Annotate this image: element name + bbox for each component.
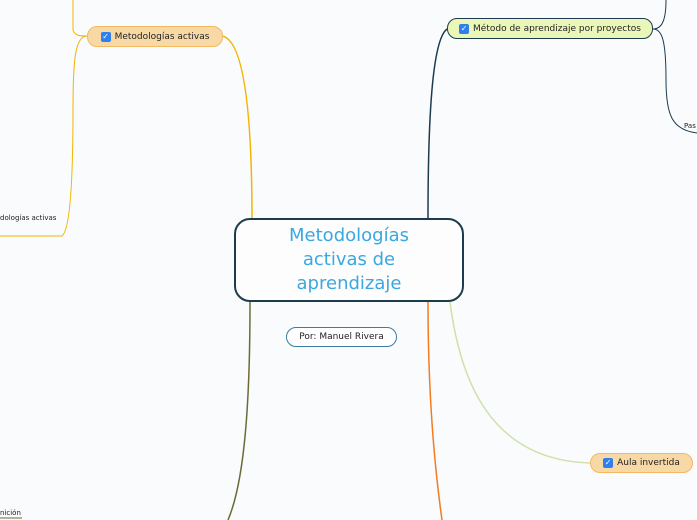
topic-label: Metodologías activas [114, 31, 210, 42]
connector-aula [449, 301, 591, 464]
subtopic-fragment-right[interactable]: Pas [684, 122, 696, 130]
connector-right-top [427, 28, 448, 219]
central-topic-title: Metodologías activas de aprendizaje [289, 225, 409, 294]
topic-label: Método de aprendizaje por proyectos [473, 23, 641, 34]
checkbox-icon: ✓ [603, 458, 614, 468]
central-topic[interactable]: Metodologías activas de aprendizaje [234, 218, 464, 302]
author-label[interactable]: Por: Manuel Rivera [286, 327, 397, 347]
connector-left-up [72, 0, 88, 37]
topic-aula-invertida[interactable]: ✓ Aula invertida [590, 453, 693, 473]
connector-right-down [652, 28, 697, 134]
topic-metodologias-activas[interactable]: ✓ Metodologías activas [87, 26, 223, 47]
checkbox-icon: ✓ [100, 31, 111, 42]
connector-left-top [221, 35, 253, 221]
checkbox-icon: ✓ [459, 23, 470, 34]
subtopic-fragment-left[interactable]: dologías activas [0, 214, 57, 222]
subtopic-fragment-bottom[interactable]: nición [0, 509, 21, 517]
author-label-text: Por: Manuel Rivera [299, 332, 384, 342]
connector-right-up [652, 0, 667, 30]
connector-bottom-right [427, 301, 443, 520]
connector-bottom-left [227, 301, 251, 520]
topic-metodo-proyectos[interactable]: ✓ Método de aprendizaje por proyectos [447, 18, 653, 39]
connector-left-down [0, 35, 88, 237]
topic-label: Aula invertida [617, 458, 680, 468]
